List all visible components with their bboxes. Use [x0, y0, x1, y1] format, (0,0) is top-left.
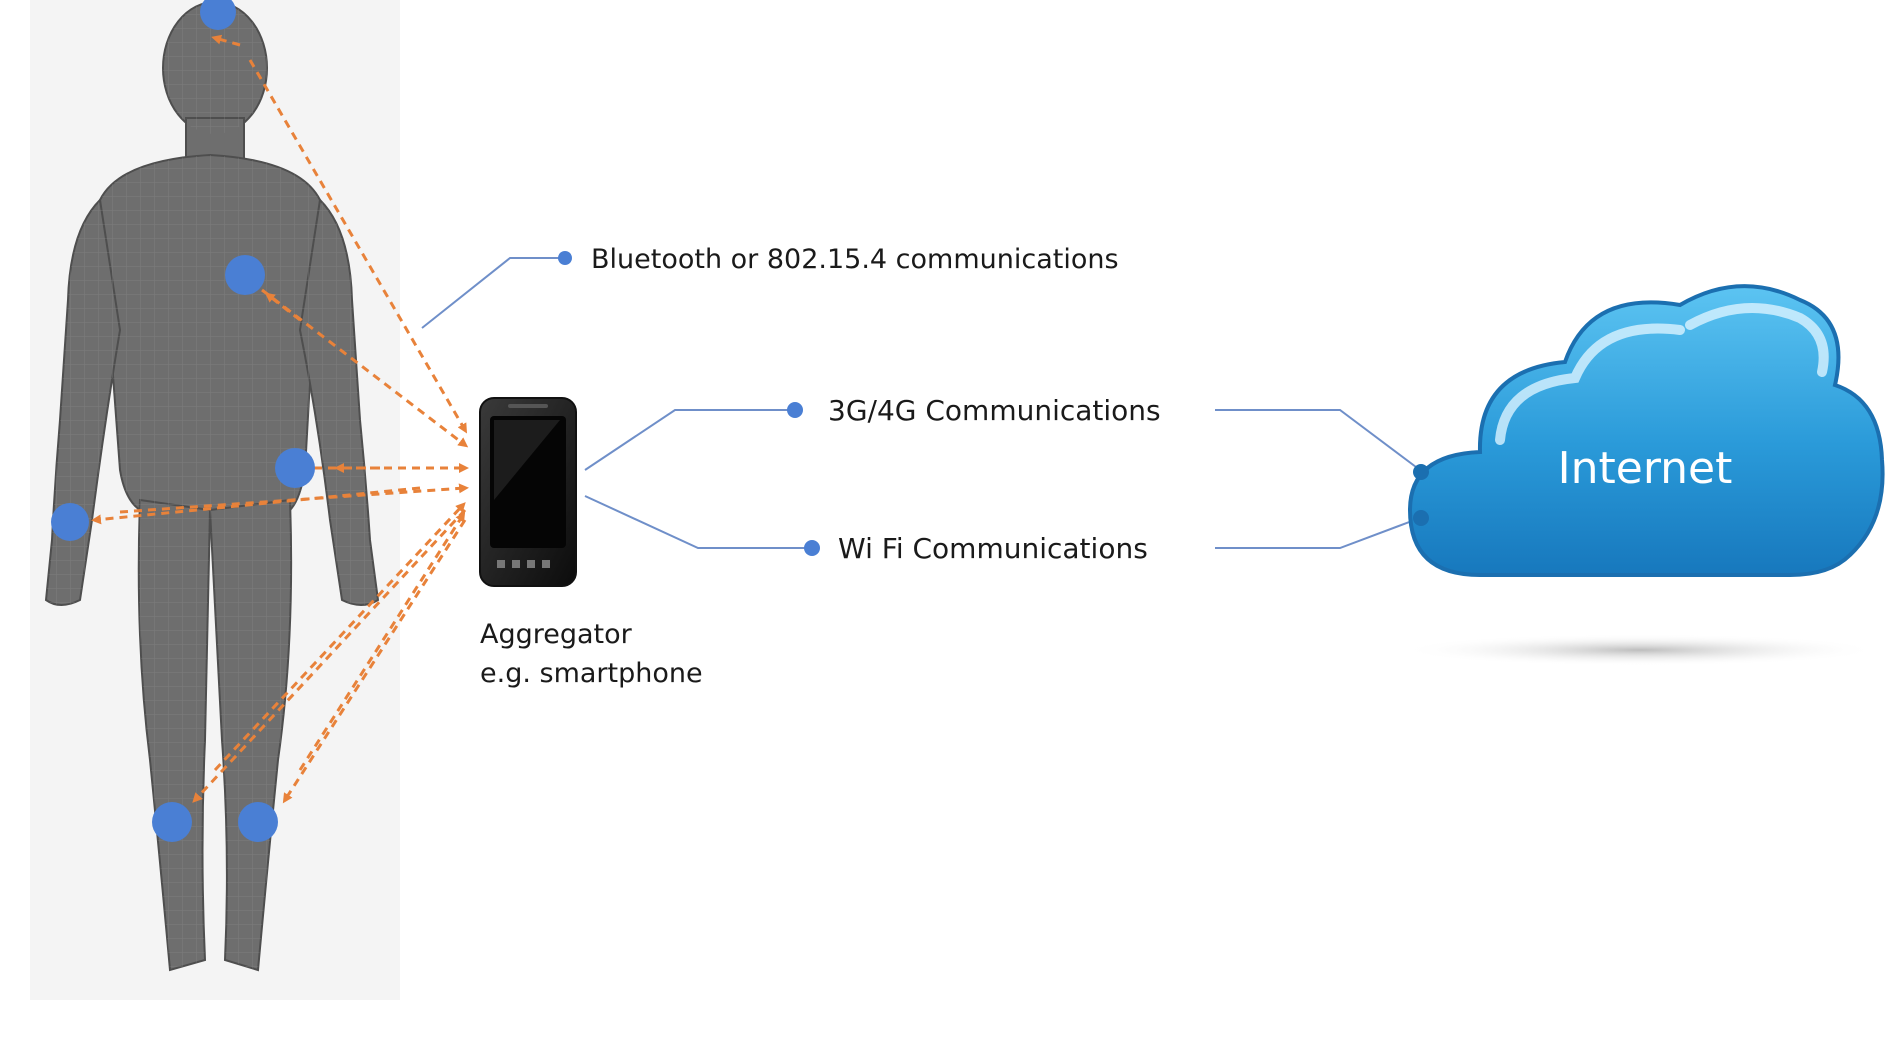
bluetooth-label: Bluetooth or 802.15.4 communications: [591, 244, 1119, 275]
link-arrow-wrist: [91, 486, 421, 525]
human-body-figure: [44, 1, 380, 972]
sensor-node-left-knee: [152, 802, 192, 842]
sensor-node-wrist: [51, 503, 89, 541]
smartphone-icon: [479, 397, 577, 587]
link-arrow-right-knee-up: [298, 511, 466, 771]
aggregator-sublabel: e.g. smartphone: [480, 658, 703, 689]
wifi-dot: [804, 540, 820, 556]
link-arrow-head: [248, 59, 468, 434]
sensor-nodes: [51, 0, 315, 842]
sensor-link-arrows: [91, 34, 469, 804]
link-arrow-chest-back: [264, 292, 301, 322]
link-arrow-left-knee: [192, 508, 467, 803]
cellular-link: 3G/4G Communications: [584, 394, 1421, 471]
wifi-label: Wi Fi Communications: [838, 532, 1148, 565]
sensor-node-hip: [275, 448, 315, 488]
wifi-link: Wi Fi Communications: [584, 495, 1421, 565]
link-arrow-wrist-to-phone: [119, 483, 469, 514]
internet-cloud-icon: Internet: [1400, 284, 1885, 666]
internet-label: Internet: [1558, 443, 1733, 494]
cellular-label: 3G/4G Communications: [828, 394, 1161, 427]
bluetooth-dot: [558, 251, 572, 265]
sensor-node-chest: [225, 255, 265, 295]
link-arrow-left-knee-up: [213, 502, 466, 772]
aggregator-label: Aggregator: [480, 619, 633, 650]
sensor-node-head: [200, 0, 236, 30]
sensor-node-right-knee: [238, 802, 278, 842]
cellular-dot: [787, 402, 803, 418]
link-arrow-head-back: [211, 34, 241, 47]
bluetooth-callout: Bluetooth or 802.15.4 communications: [421, 244, 1119, 329]
